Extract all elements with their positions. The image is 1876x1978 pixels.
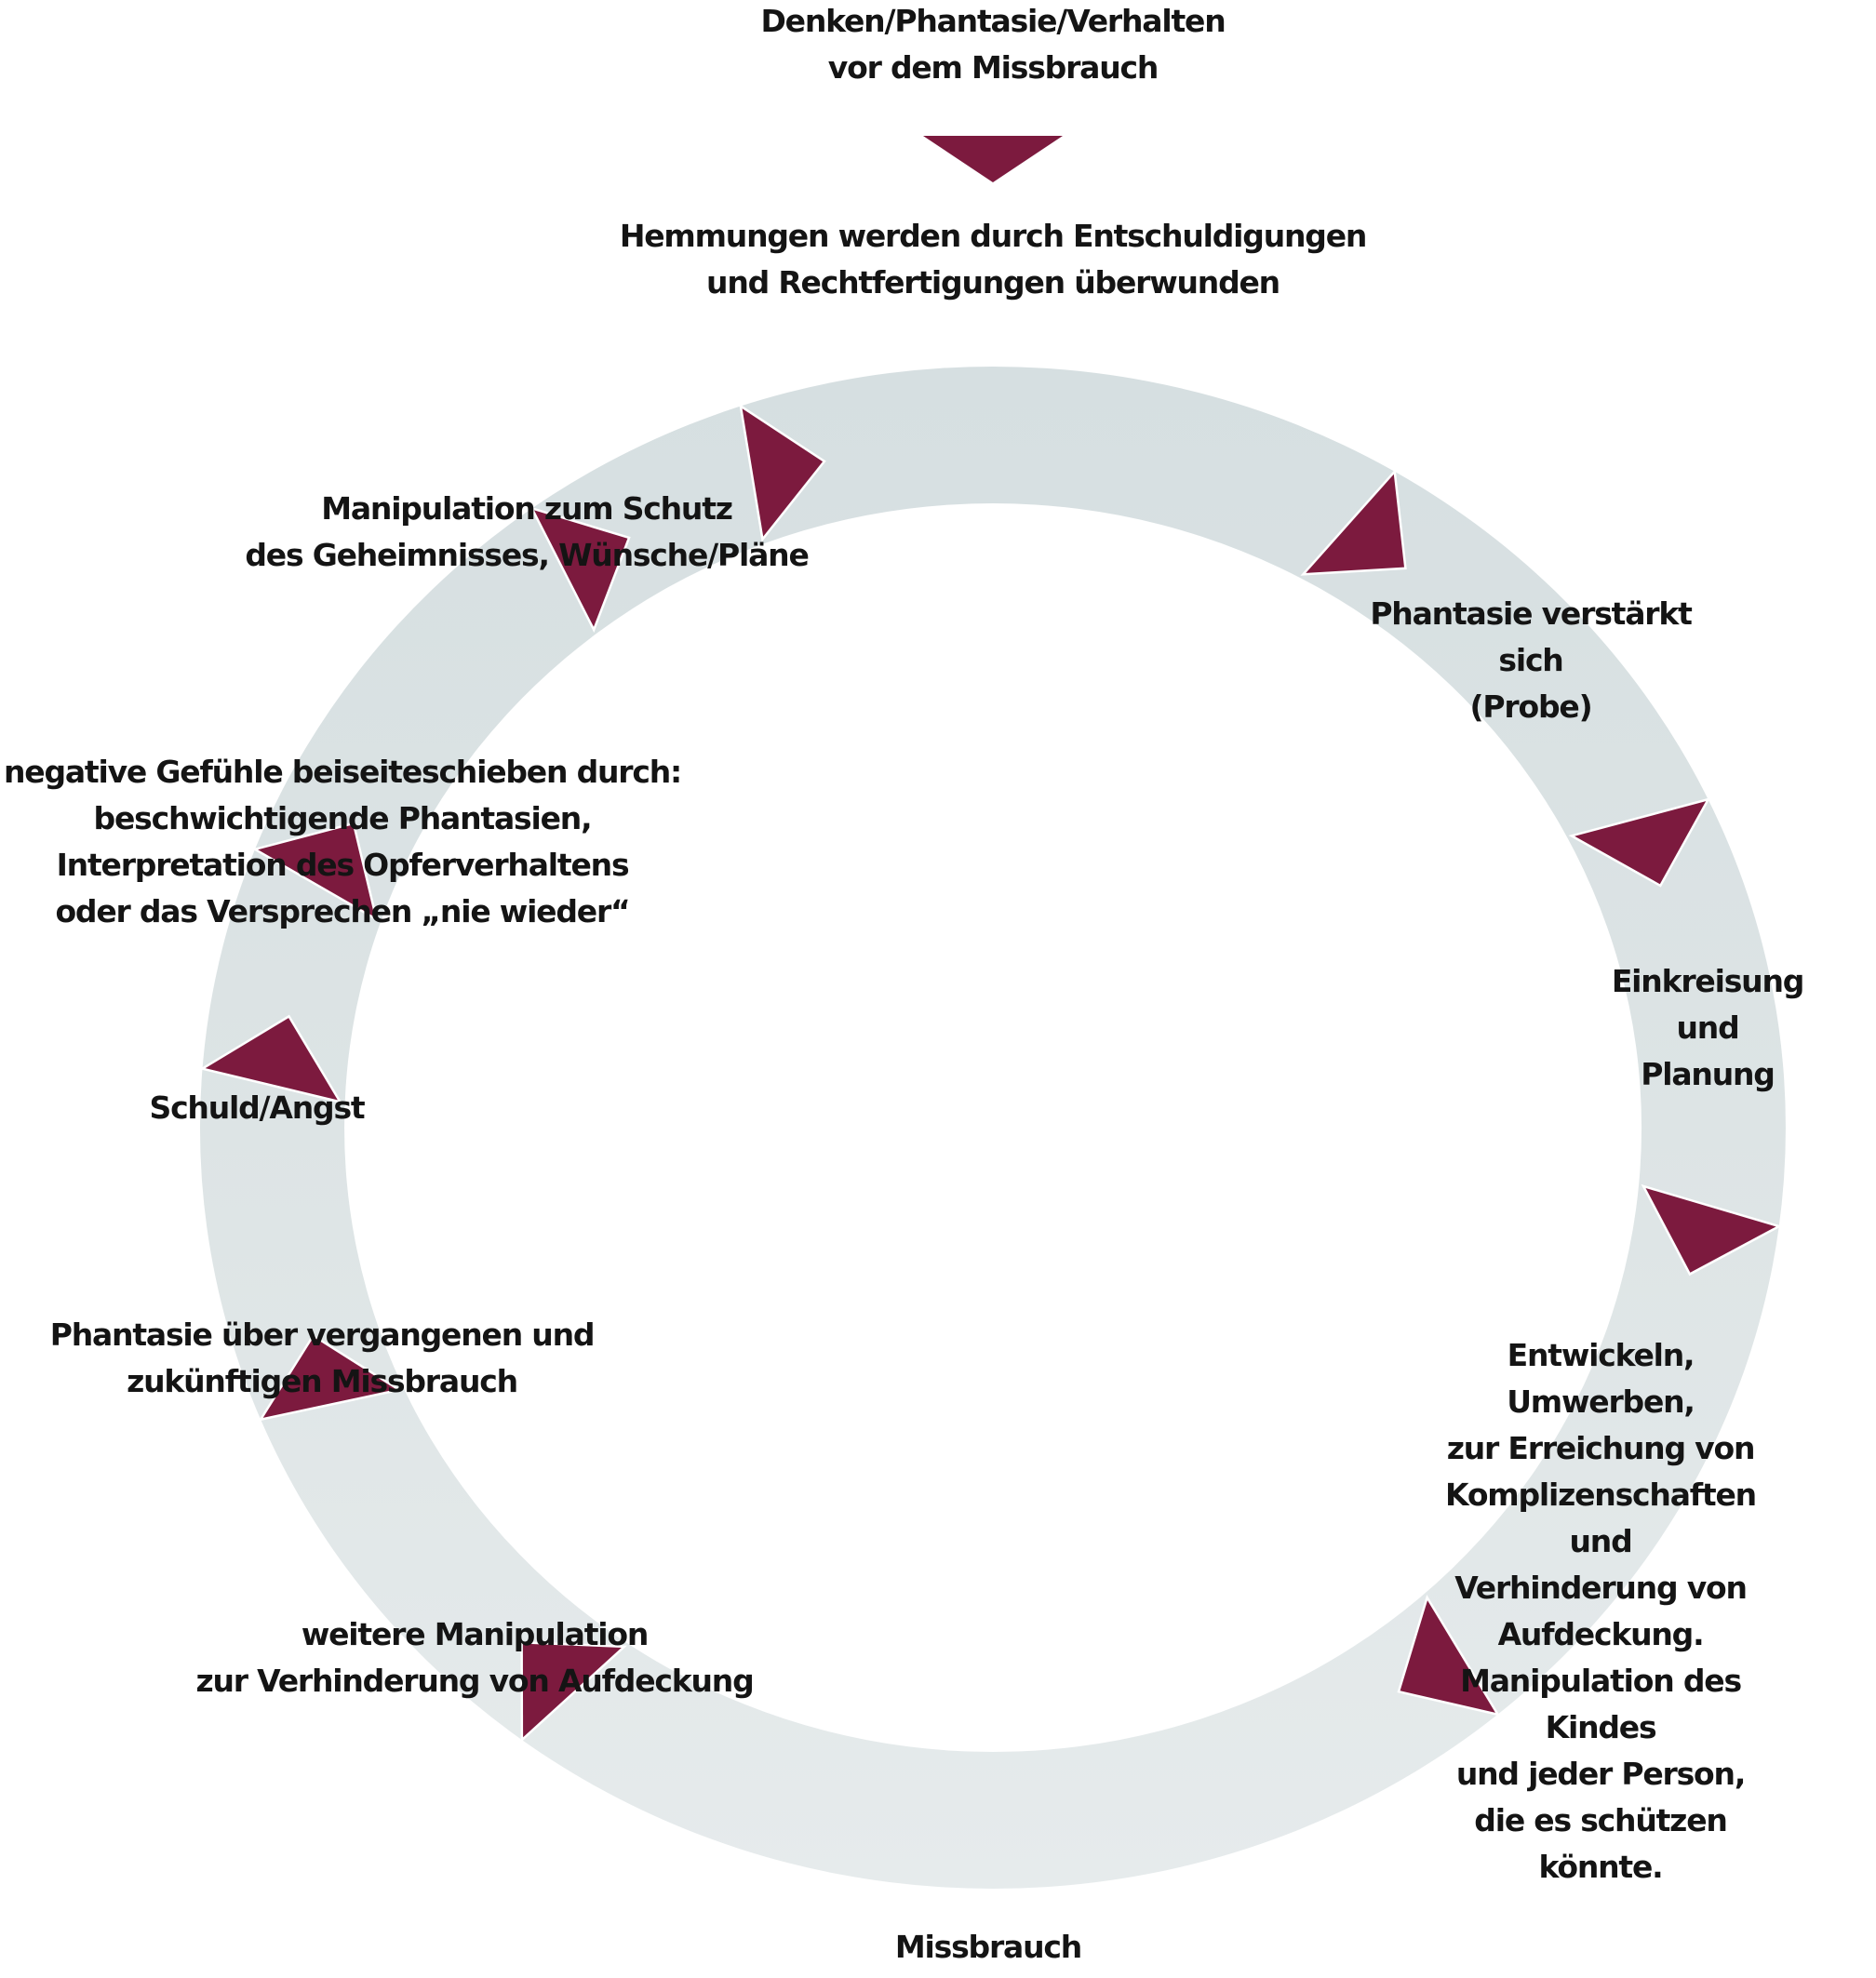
cycle-arrow-icon xyxy=(1397,1594,1501,1717)
cycle-arrow-icon xyxy=(1568,797,1711,888)
stage-label-hemmungen: Hemmungen werden durch Entschuldigungen … xyxy=(619,218,1368,301)
stage-label-phantasie-verstaerkt: Phantasie verstärkt sich (Probe) xyxy=(1370,595,1693,725)
title-label: Denken/Phantasie/Verhalten vor dem Missb… xyxy=(760,3,1226,86)
cycle-arrow-icon xyxy=(739,403,826,542)
stage-label-entwickeln: Entwickeln, Umwerben, zur Erreichung von… xyxy=(1445,1337,1757,1885)
stage-label-weitere-manipulation: weitere Manipulation zur Verhinderung vo… xyxy=(195,1616,754,1699)
ring-arrows xyxy=(199,403,1783,1743)
cycle-arrow-icon xyxy=(199,1014,343,1104)
stage-label-phantasie-vergangen: Phantasie über vergangenen und zukünftig… xyxy=(49,1316,596,1399)
cycle-arrow-icon xyxy=(529,506,631,633)
stage-label-negative-gefuehle: negative Gefühle beiseiteschieben durch:… xyxy=(3,754,682,929)
stage-label-manipulation-schutz: Manipulation zum Schutz des Geheimnisses… xyxy=(245,490,809,573)
cycle-arrow-icon xyxy=(258,1333,403,1422)
cycle-arrow-icon xyxy=(520,1640,627,1743)
triangle-down-icon xyxy=(923,136,1063,182)
stage-label-missbrauch: Missbrauch xyxy=(894,1929,1082,1965)
stage-label-einkreisung: Einkreisung und Planung xyxy=(1611,963,1805,1092)
cycle-arrow-icon xyxy=(1641,1183,1783,1276)
cycle-arrow-icon xyxy=(251,822,379,922)
stage-label-schuld-angst: Schuld/Angst xyxy=(149,1089,366,1126)
cycle-arrow-icon xyxy=(1300,468,1407,576)
